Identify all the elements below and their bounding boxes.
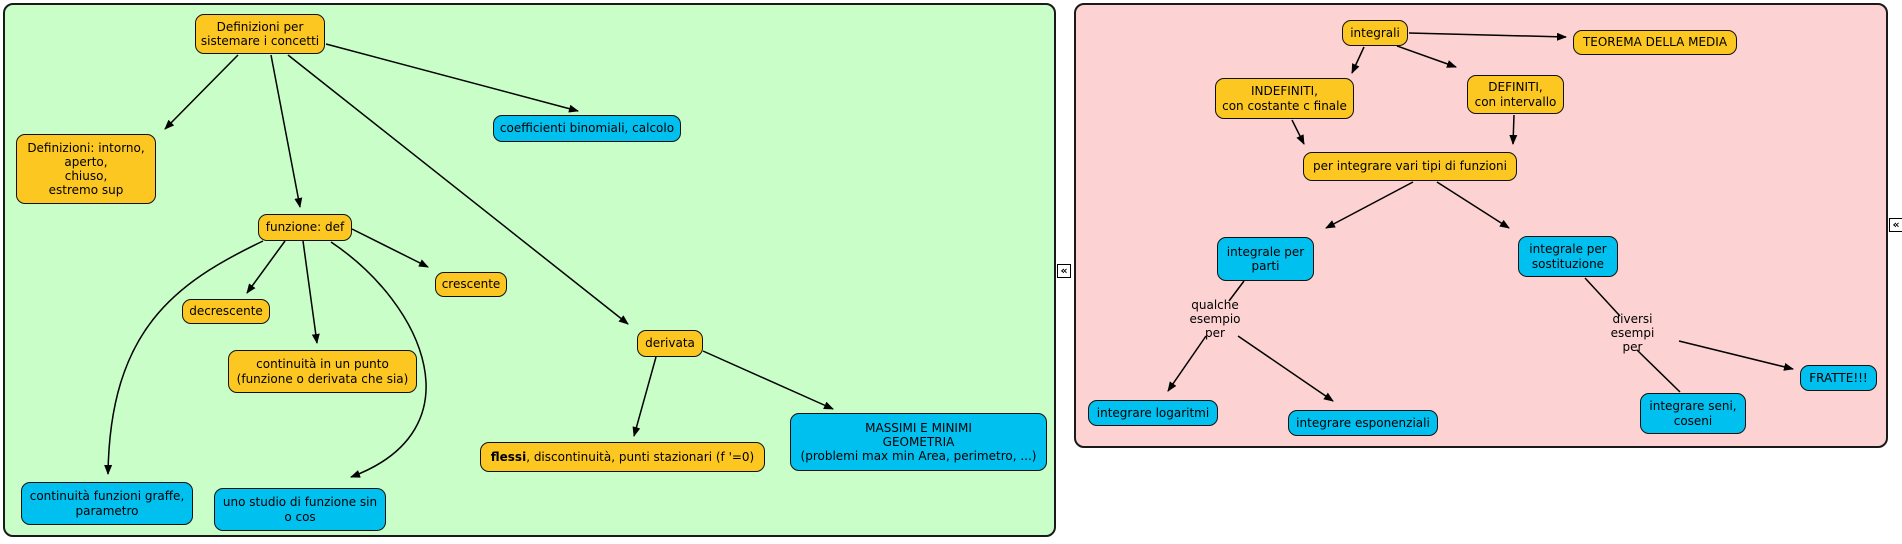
concept-node-label: flessi, discontinuità, punti stazionari … (490, 449, 755, 464)
concept-node-label: per (1205, 326, 1225, 341)
concept-node-label: per integrare vari tipi di funzioni (1312, 159, 1507, 174)
concept-node-label: crescente (441, 277, 501, 292)
concept-node-label: integrare logaritmi (1096, 405, 1210, 420)
concept-node-fratte[interactable]: FRATTE!!! (1800, 365, 1877, 391)
concept-node-label: MASSIMI E MINIMI (865, 420, 972, 435)
concept-node-label: uno studio di funzione sin (222, 495, 378, 510)
concept-node-label: integrare esponenziali (1296, 415, 1430, 430)
concept-node-integrare-esponenziali[interactable]: integrare esponenziali (1288, 410, 1438, 436)
concept-node-label: con intervallo (1474, 94, 1557, 109)
collapse-right-icon: « (1892, 217, 1900, 231)
concept-node-indefiniti[interactable]: INDEFINITI,con costante c finale (1215, 78, 1354, 119)
concept-node-label: aperto, (64, 154, 108, 169)
concept-node-label: integrale per (1226, 244, 1305, 259)
collapse-left-icon: « (1060, 263, 1068, 277)
concept-node-label: continuità in un punto (256, 357, 389, 372)
concept-node-label: GEOMETRIA (882, 434, 955, 449)
concept-node-label: estremo sup (48, 183, 124, 198)
concept-node-label: DEFINITI, (1488, 80, 1543, 95)
concept-node-label: (funzione o derivata che sia) (236, 371, 409, 386)
concept-node-crescente[interactable]: crescente (435, 272, 507, 297)
concept-node-label: diversi esempi (1610, 311, 1655, 340)
concept-node-funzione-def[interactable]: funzione: def (258, 214, 352, 241)
concept-node-continuita-funzioni-graffe[interactable]: continuità funzioni graffe,parametro (21, 482, 193, 525)
concept-node-definizioni-intorno[interactable]: Definizioni: intorno,aperto,chiuso,estre… (16, 134, 156, 204)
concept-node-integrare-logaritmi[interactable]: integrare logaritmi (1088, 400, 1218, 426)
concept-node-label: TEOREMA DELLA MEDIA (1582, 35, 1728, 50)
concept-node-label: decrescente (189, 304, 263, 319)
concept-node-continuita-in-un-punto[interactable]: continuità in un punto(funzione o deriva… (228, 350, 417, 393)
concept-node-integrali[interactable]: integrali (1342, 20, 1408, 46)
concept-node-teorema-della-media[interactable]: TEOREMA DELLA MEDIA (1573, 30, 1737, 55)
concept-node-label: qualche esempio (1189, 297, 1241, 326)
concept-node-label: derivata (645, 336, 695, 351)
concept-node-label: INDEFINITI, (1251, 84, 1318, 99)
concept-node-integrare-seni-coseni[interactable]: integrare seni,coseni (1640, 393, 1746, 434)
concept-node-label: sistemare i concetti (200, 34, 320, 48)
concept-node-label: FRATTE!!! (1809, 370, 1868, 385)
concept-node-decrescente[interactable]: decrescente (182, 299, 270, 324)
concept-node-label: chiuso, (64, 169, 108, 183)
concept-node-label: sostituzione (1531, 256, 1605, 271)
concept-node-label: per (1622, 340, 1643, 355)
concept-node-label: funzione: def (265, 220, 345, 235)
concept-node-label: Definizioni per (216, 19, 304, 34)
concept-node-label: integrale per (1529, 242, 1607, 257)
concept-node-flessi[interactable]: flessi, discontinuità, punti stazionari … (480, 442, 765, 472)
concept-node-label: o cos (284, 509, 316, 524)
concept-node-label: (problemi max min Area, perimetro, ...) (800, 449, 1037, 464)
collapse-right-panel-button[interactable]: « (1889, 218, 1902, 232)
concept-node-label: con costante c finale (1222, 98, 1347, 113)
concept-node-coefficienti-binomiali[interactable]: coefficienti binomiali, calcolo (493, 115, 681, 142)
concept-node-definiti[interactable]: DEFINITI,con intervallo (1467, 75, 1564, 114)
concept-node-per-integrare-vari-tipi[interactable]: per integrare vari tipi di funzioni (1303, 152, 1517, 181)
concept-node-label: integrali (1350, 25, 1400, 40)
concept-node-label: continuità funzioni graffe, (29, 489, 185, 504)
concept-node-label: coseni (1673, 413, 1713, 428)
concept-node-label: Definizioni: intorno, (27, 140, 145, 155)
concept-node-label: integrare seni, (1649, 399, 1737, 414)
concept-node-derivata[interactable]: derivata (637, 330, 703, 357)
concept-node-label: parametro (75, 503, 139, 518)
collapse-left-panel-button[interactable]: « (1057, 264, 1071, 278)
concept-node-label: coefficienti binomiali, calcolo (499, 121, 675, 136)
concept-node-label: parti (1251, 259, 1280, 273)
